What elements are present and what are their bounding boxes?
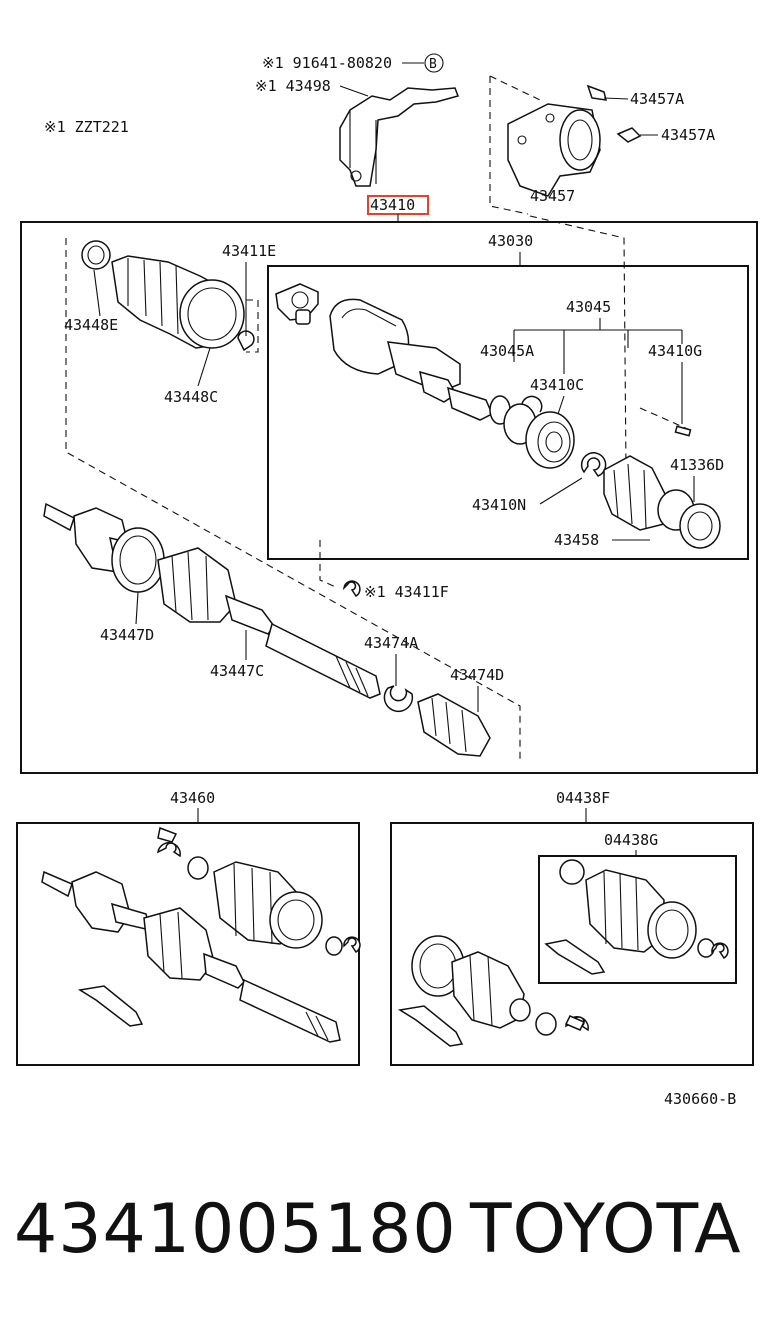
label-43410G: 43410G <box>648 342 702 360</box>
label-43410C: 43410C <box>530 376 584 394</box>
outer-boot-drawing <box>111 255 255 352</box>
kit-04438G-box <box>538 855 737 984</box>
dust-deflector-drawing <box>603 455 721 549</box>
label-43410N: 43410N <box>472 496 526 514</box>
kit-43460-drawing <box>41 826 361 1043</box>
caption-brand: TOYOTA <box>470 1190 742 1269</box>
label-41336D: 41336D <box>670 456 724 474</box>
label-43447C: 43447C <box>210 662 264 680</box>
label-43457A-top: 43457A <box>630 90 684 108</box>
tripod-drawing <box>275 283 319 325</box>
outer-joint-shaft-drawing <box>43 502 381 699</box>
label-43474A: 43474A <box>364 634 418 652</box>
clamp-43448E-drawing <box>81 240 111 270</box>
kit-04438F-box <box>390 822 754 1066</box>
caption-part-number: 4341005180 <box>14 1190 457 1269</box>
label-43448E: 43448E <box>64 316 118 334</box>
label-bolt-note: ※1 91641-80820 <box>262 54 392 72</box>
snap-ring-43410N-drawing <box>580 452 607 477</box>
label-43457A-side: 43457A <box>661 126 715 144</box>
label-43457: 43457 <box>530 187 575 205</box>
bearing-assembly-drawing <box>489 395 692 469</box>
model-note: ※1 ZZT221 <box>44 118 129 136</box>
label-04438F: 04438F <box>556 789 610 807</box>
boot-43474D-drawing <box>417 693 491 757</box>
label-43045: 43045 <box>566 298 611 316</box>
label-04438G: 04438G <box>604 831 658 849</box>
bearing-bracket-43457-drawing <box>507 84 642 197</box>
label-43411E: 43411E <box>222 242 276 260</box>
kit-04438F-drawing <box>397 935 589 1047</box>
label-43410: 43410 <box>370 196 415 214</box>
bracket-43498-drawing <box>339 87 459 187</box>
label-43448C: 43448C <box>164 388 218 406</box>
clamp-43474A-drawing <box>383 685 414 713</box>
label-43474D: 43474D <box>450 666 504 684</box>
ref-code: 430660-B <box>664 1090 736 1108</box>
label-43460: 43460 <box>170 789 215 807</box>
inner-assembly-box <box>267 265 749 560</box>
inner-joint-housing-drawing <box>329 298 493 421</box>
label-43030: 43030 <box>488 232 533 250</box>
ref-b-circle <box>424 53 444 73</box>
label-43411F: ※1 43411F <box>364 583 449 601</box>
label-43458: 43458 <box>554 531 599 549</box>
label-43498: ※1 43498 <box>255 77 331 95</box>
circlip-43411F-drawing <box>342 580 361 598</box>
label-43045A: 43045A <box>480 342 534 360</box>
kit-04438G-drawing <box>544 859 729 975</box>
main-assembly-box <box>20 221 758 774</box>
label-bolt-ref: B <box>429 57 437 72</box>
label-43447D: 43447D <box>100 626 154 644</box>
